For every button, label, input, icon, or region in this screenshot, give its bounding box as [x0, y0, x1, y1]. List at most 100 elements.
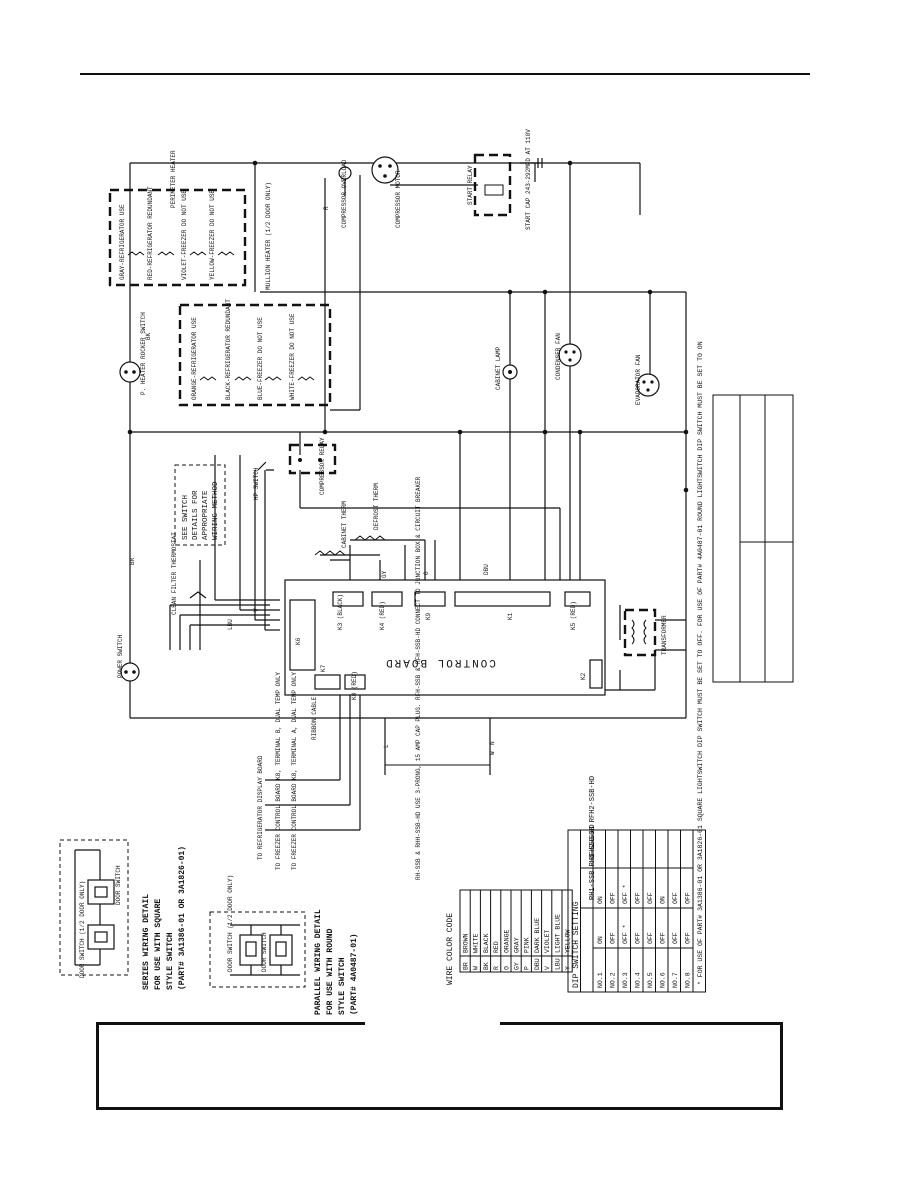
dip-cell: OFF: [647, 932, 654, 944]
dip-cell: NO.6: [660, 972, 667, 988]
wire-tag-l: L: [383, 744, 390, 748]
series-switch-b: DOOR SWITCH: [115, 865, 122, 905]
connector-k6: K6: [295, 637, 302, 645]
connector-k3: K3 (BLACK): [337, 594, 344, 630]
perimeter-heater-label: PERIMETER HEATER: [170, 150, 177, 208]
wire-code-color: PINK: [524, 937, 531, 953]
start-relay-label: START RELAY: [467, 165, 474, 205]
connector-k5: K5 (RED): [570, 601, 577, 630]
dip-cell: ON: [597, 936, 604, 944]
hp-switch-label: HP SWITCH: [253, 467, 260, 500]
dip-cell: OFF: [610, 932, 617, 944]
junction-dots: [127, 160, 689, 493]
dip-cell: NO.3: [622, 972, 629, 988]
dip-cell: NO.4: [635, 972, 642, 988]
dip-header-b: RFH2-SSB RFH2-SSB-HD: [589, 776, 597, 860]
heater-mid-2: BLACK-REFRIGERATOR REDUNDANT: [225, 299, 232, 400]
wire-code-abbr: LBU: [554, 958, 561, 970]
see-switch-line-4: WIRING METHOD: [212, 481, 220, 540]
parallel-switch-b: DOOR SWITCH: [261, 932, 268, 972]
connector-k1: K1: [507, 612, 514, 620]
parallel-title-4: (PART# 4A0487-01): [350, 933, 359, 1015]
wire-code-abbr: V: [544, 966, 551, 970]
heater-mid-3: BLUE-FREEZER DO NOT USE: [257, 317, 264, 400]
wire-code-color: RED: [493, 941, 500, 953]
heater-mid-1: ORANGE-REFRIGERATOR USE: [191, 317, 198, 400]
compressor-overload-symbol: [338, 166, 352, 180]
power-switch-symbol: [120, 662, 140, 682]
wire-code-abbr: BK: [483, 962, 490, 970]
evaporator-fan-symbol: [636, 373, 660, 397]
cabinet-lamp-symbol: [502, 364, 518, 380]
heater-top-1: GRAY-REFRIGERATOR USE: [119, 204, 126, 280]
heater-mid-4: WHITE-FREEZER DO NOT USE: [289, 313, 296, 400]
wire-code-color: VIOLET: [544, 929, 551, 953]
compressor-motor-symbol: [371, 156, 399, 184]
condenser-fan-label: CONDENSER FAN: [555, 333, 562, 380]
series-title-2: FOR USE WITH SQUARE: [154, 899, 163, 990]
wire-code-color: WHITE: [473, 933, 480, 953]
board-link-2: TO FREEZER CONTROL BOARD K8, TERMINAL B,…: [275, 672, 282, 870]
connector-k8: K8 (RED): [351, 671, 358, 700]
connector-k2: K2: [580, 672, 587, 680]
cabinet-lamp-label: CABINET LAMP: [495, 346, 502, 390]
wire-code-color: GRAY: [514, 937, 521, 953]
dip-cell: OFF: [635, 892, 642, 904]
side-table: [712, 394, 794, 683]
dip-title: DIP SWITCH SETTING: [572, 901, 581, 988]
parallel-title-2: FOR USE WITH ROUND: [326, 928, 335, 1015]
clean-filter-label: CLEAN FILTER THERMOSTAT: [171, 532, 178, 615]
compressor-overload-label: COMPRESSOR OVERLOAD: [341, 159, 348, 228]
dip-cell: OFF: [610, 892, 617, 904]
clean-filter-symbol: [189, 591, 207, 599]
dip-cell: OFF *: [622, 884, 629, 904]
defrost-therm-symbol: [354, 535, 386, 541]
heater-group-mid: [178, 303, 332, 407]
board-link-1: TO REFRIGERATOR DISPLAY BOARD: [257, 755, 264, 860]
connector-k7: K7: [320, 664, 327, 672]
transformer-label: TRANSFORMER: [661, 615, 668, 655]
power-note: RH-SSB & RHH-SSB-HD USE 3-PRONG, 15 AMP …: [415, 476, 422, 880]
wire-code-abbr: O: [503, 966, 510, 970]
series-title-4: (PART# 3A1386-01 OR 3A1826-01): [178, 846, 187, 990]
ribbon-cable-label: RIBBON CABLE: [311, 696, 318, 740]
parallel-detail: DOOR SWITCH (1/2 DOOR ONLY) DOOR SWITCH …: [209, 875, 359, 1015]
parallel-title-3: STYLE SWITCH: [338, 957, 347, 1015]
parallel-switch-a: DOOR SWITCH (1/2 DOOR ONLY): [227, 875, 234, 972]
wire-code-abbr: GY: [514, 962, 521, 970]
wire-tag-r: R: [323, 206, 330, 210]
control-board-label: CONTROL BOARD: [384, 656, 496, 668]
series-detail: DOOR SWITCH (1/2 DOOR ONLY) DOOR SWITCH …: [59, 839, 187, 990]
wire-tag-dbu: DBU: [483, 564, 490, 575]
dip-cell: OFF: [685, 892, 692, 904]
wire-code-abbr: R: [493, 966, 500, 970]
wire-tag-br: BR: [129, 557, 136, 565]
dip-cell: OFF: [672, 892, 679, 904]
compressor-motor-label: COMPRESSOR MOTOR: [395, 170, 402, 228]
connector-k9: K9: [425, 612, 432, 620]
mullion-heater-label: MULLION HEATER (1/2 DOOR ONLY): [265, 182, 272, 290]
see-switch-line-3: APPROPRIATE: [202, 490, 210, 540]
series-title-1: SERIES WIRING DETAIL: [142, 894, 151, 990]
heater-group-top: [108, 188, 247, 287]
control-board: [284, 579, 606, 696]
dip-cell: NO.5: [647, 972, 654, 988]
heater-top-2: RED-REFRIGERATOR REDUNDANT: [147, 186, 154, 280]
notice-box-gap: [365, 1017, 500, 1027]
wire-tag-o: O: [423, 571, 430, 575]
heater-top-3: VIOLET-FREEZER DO NOT USE: [181, 190, 188, 280]
start-cap-label: START CAP 243-292MFD AT 110V: [525, 129, 532, 230]
dip-cell: NO.1: [597, 972, 604, 988]
parallel-title-1: PARALLEL WIRING DETAIL: [314, 909, 323, 1015]
compressor-relay-label: COMPRESSOR RELAY: [319, 437, 326, 495]
start-relay-symbol: [473, 153, 512, 217]
hp-switch-symbol: [257, 461, 274, 471]
series-title-3: STYLE SWITCH: [166, 932, 175, 990]
wire-tag-bk: BK: [145, 332, 152, 340]
see-switch-line-2: DETAILS FOR: [192, 490, 200, 540]
dip-cell: OFF: [672, 932, 679, 944]
heater-top-4: YELLOW-FREEZER DO NOT USE: [209, 190, 216, 280]
wire-code-abbr: BR: [463, 962, 470, 970]
wire-code-color: LIGHT BLUE: [554, 914, 561, 953]
